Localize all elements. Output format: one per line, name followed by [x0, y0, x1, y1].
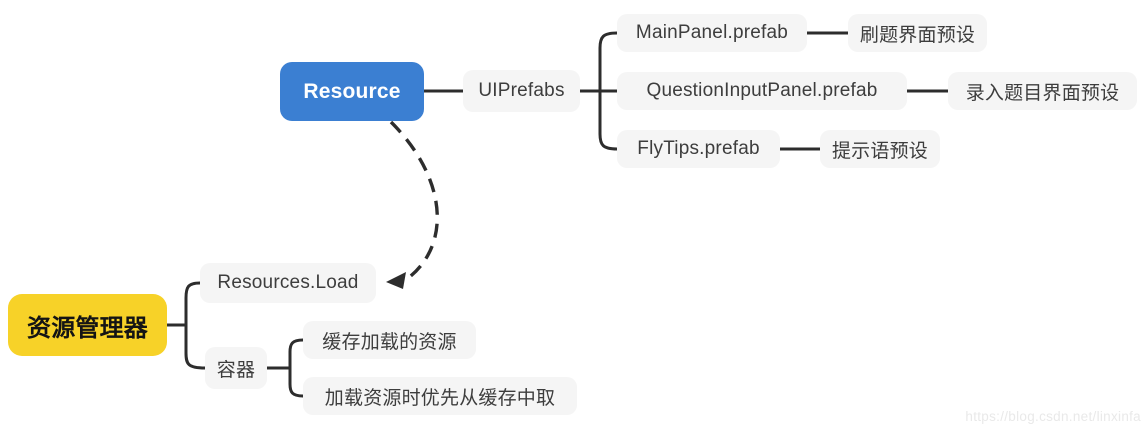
node-mainpanel-note[interactable]: 刷题界面预设 [848, 14, 987, 52]
connector-uiprefabs-bracket [598, 31, 618, 151]
dashed-relation-curve [389, 120, 439, 281]
node-questioninputpanel-prefab[interactable]: QuestionInputPanel.prefab [617, 72, 907, 110]
watermark: https://blog.csdn.net/linxinfa [965, 409, 1141, 424]
node-mainpanel-prefab[interactable]: MainPanel.prefab [617, 14, 807, 52]
node-resource-manager-root[interactable]: 资源管理器 [8, 294, 167, 356]
node-resource-root[interactable]: Resource [280, 62, 424, 121]
node-cache-loaded-resources[interactable]: 缓存加载的资源 [303, 321, 476, 359]
node-container[interactable]: 容器 [205, 347, 267, 389]
node-load-from-cache-first[interactable]: 加载资源时优先从缓存中取 [303, 377, 577, 415]
dashed-relation-arrowhead [386, 272, 406, 289]
connector-manager-bracket [184, 281, 206, 370]
connector-container-bracket [288, 338, 304, 398]
node-flytips-prefab[interactable]: FlyTips.prefab [617, 130, 780, 168]
node-questioninputpanel-note[interactable]: 录入题目界面预设 [948, 72, 1137, 110]
node-uiprefabs[interactable]: UIPrefabs [463, 70, 580, 112]
node-resources-load[interactable]: Resources.Load [200, 263, 376, 303]
node-flytips-note[interactable]: 提示语预设 [820, 130, 940, 168]
